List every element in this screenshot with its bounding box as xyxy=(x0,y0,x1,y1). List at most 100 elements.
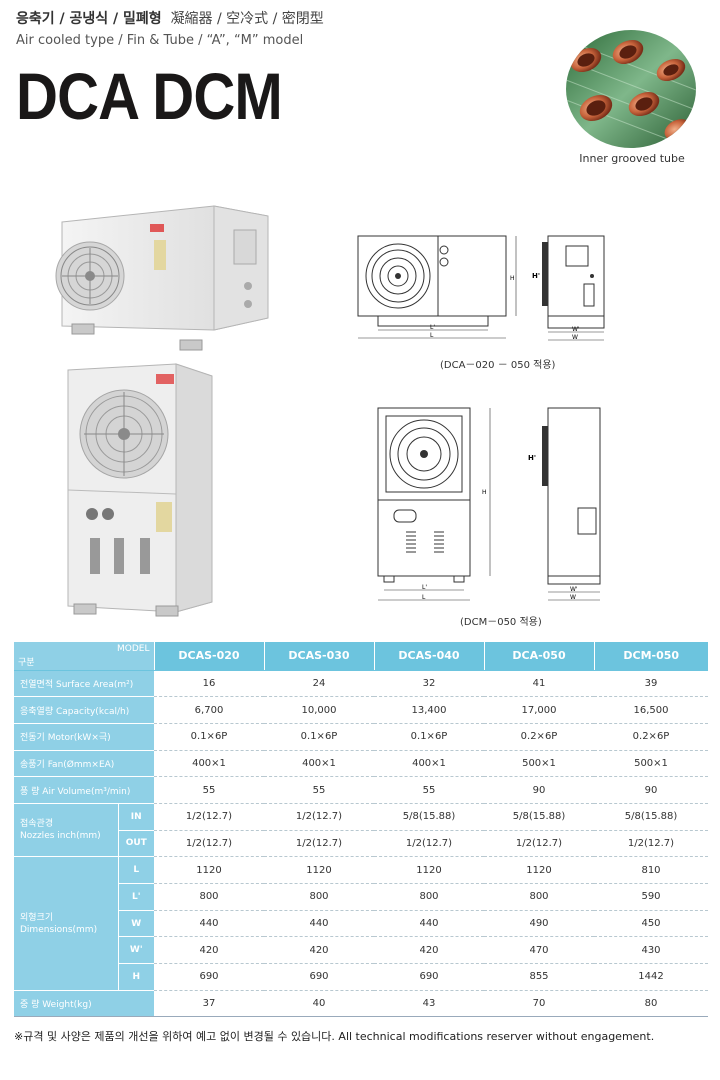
category-heading: 응축기 / 공냉식 / 밀폐형 凝縮器 / 空冷式 / 密閉型 xyxy=(16,8,324,28)
table-row: 전열면적 Surface Area(m²) 16 24 32 41 39 xyxy=(14,670,708,698)
table-cell: 55 xyxy=(374,776,484,804)
table-cell: 1/2(12.7) xyxy=(594,830,708,858)
category-korean: 응축기 / 공냉식 / 밀폐형 xyxy=(16,11,162,27)
nozzle-label-en: Nozzles inch(mm) xyxy=(20,831,101,842)
inner-grooved-tube-photo xyxy=(566,30,696,148)
dca-drawing-caption: (DCA－020 － 050 적용) xyxy=(440,360,556,371)
table-cell: 40 xyxy=(264,990,374,1018)
table-cell: 1120 xyxy=(264,856,374,884)
table-cell: 43 xyxy=(374,990,484,1018)
row-label: 전열면적 Surface Area(m²) xyxy=(14,670,154,698)
table-cell: 1/2(12.7) xyxy=(154,803,264,831)
table-cell: 90 xyxy=(594,776,708,804)
table-row: W 440 440 440 490 450 xyxy=(14,910,708,938)
table-cell: 420 xyxy=(264,936,374,965)
table-row: 중 량 Weight(kg) 37 40 43 70 80 xyxy=(14,990,708,1018)
table-cell: 400×1 xyxy=(154,750,264,778)
table-cell: 440 xyxy=(374,910,484,938)
table-cell: 500×1 xyxy=(484,750,594,778)
table-cell: 1/2(12.7) xyxy=(264,803,374,831)
dca-unit-photo xyxy=(54,200,274,360)
dca-front-drawing: L' L H xyxy=(352,228,522,350)
table-cell: 1120 xyxy=(484,856,594,884)
table-row: OUT 1/2(12.7) 1/2(12.7) 1/2(12.7) 1/2(12… xyxy=(14,830,708,858)
sub-label: L xyxy=(117,856,154,884)
table-cell: 800 xyxy=(374,883,484,911)
category-header-label: 구분 xyxy=(18,657,35,668)
table-cell: 800 xyxy=(264,883,374,911)
model-column-header: DCAS-030 xyxy=(263,642,374,671)
table-row: 외형크기 Dimensions(mm) L 1120 1120 1120 112… xyxy=(14,856,708,991)
table-cell: 1/2(12.7) xyxy=(154,830,264,858)
sub-label: W xyxy=(117,910,154,938)
row-label: 중 량 Weight(kg) xyxy=(14,990,154,1018)
sub-label: OUT xyxy=(117,830,154,858)
table-row: 송풍기 Fan(Ømm×EA) 400×1 400×1 400×1 500×1 … xyxy=(14,750,708,778)
dcm-front-drawing: L' L H xyxy=(372,404,502,612)
table-row: 풍 량 Air Volume(m³/min) 55 55 55 90 90 xyxy=(14,776,708,804)
table-corner-cell: MODEL 구분 xyxy=(14,642,154,671)
category-chinese: 凝縮器 / 空冷式 / 密閉型 xyxy=(170,11,324,27)
table-cell: 470 xyxy=(484,936,594,965)
table-cell: 400×1 xyxy=(374,750,484,778)
table-cell: 70 xyxy=(484,990,594,1018)
table-cell: 420 xyxy=(154,936,264,965)
table-cell: 800 xyxy=(484,883,594,911)
model-column-header: DCM-050 xyxy=(593,642,708,671)
table-row: W' 420 420 420 470 430 xyxy=(14,936,708,965)
dimensions-group-label: 외형크기 Dimensions(mm) xyxy=(14,856,118,991)
table-cell: 690 xyxy=(374,963,484,991)
model-header-label: MODEL xyxy=(117,644,150,654)
model-column-header: DCA-050 xyxy=(483,642,594,671)
table-row: 접속관경 Nozzles inch(mm) IN 1/2(12.7) 1/2(1… xyxy=(14,803,708,858)
dca-side-dim-W: W xyxy=(572,334,578,341)
table-cell: 590 xyxy=(594,883,708,911)
table-cell: 690 xyxy=(154,963,264,991)
table-cell: 440 xyxy=(264,910,374,938)
dca-front-dim-Lprime: L' xyxy=(430,324,435,331)
model-column-header: DCAS-020 xyxy=(153,642,264,671)
dcm-front-dim-H: H xyxy=(482,489,487,496)
dca-front-dim-H: H xyxy=(510,275,515,282)
table-cell: 37 xyxy=(154,990,264,1018)
dca-front-dim-L: L xyxy=(430,332,434,339)
nozzle-group-label: 접속관경 Nozzles inch(mm) xyxy=(14,803,118,858)
table-cell: 80 xyxy=(594,990,708,1018)
dcm-front-dim-L: L xyxy=(422,594,426,601)
table-cell: 0.1×6P xyxy=(374,723,484,751)
table-cell: 855 xyxy=(484,963,594,991)
page-title: DCA DCM xyxy=(16,59,283,133)
table-cell: 500×1 xyxy=(594,750,708,778)
table-row: L' 800 800 800 800 590 xyxy=(14,883,708,911)
sub-label: IN xyxy=(117,803,154,831)
table-cell: 17,000 xyxy=(484,696,594,724)
dimensions-label-en: Dimensions(mm) xyxy=(20,924,98,935)
table-cell: 32 xyxy=(374,670,484,698)
sub-label: W' xyxy=(117,936,154,965)
sub-label: H xyxy=(117,963,154,991)
table-row: 전동기 Motor(kW×극) 0.1×6P 0.1×6P 0.1×6P 0.2… xyxy=(14,723,708,751)
row-label: 응축열량 Capacity(kcal/h) xyxy=(14,696,154,724)
dca-side-drawing: H' W' W xyxy=(528,228,612,350)
table-cell: 490 xyxy=(484,910,594,938)
sub-label: L' xyxy=(117,883,154,911)
footnote: ※규격 및 사양은 제품의 개선을 위하여 예고 없이 변경될 수 있습니다. … xyxy=(14,1030,655,1043)
model-column-header: DCAS-040 xyxy=(373,642,484,671)
category-english: Air cooled type / Fin & Tube / “A”, “M” … xyxy=(16,33,304,48)
table-cell: 1442 xyxy=(594,963,708,991)
table-cell: 0.2×6P xyxy=(594,723,708,751)
table-cell: 420 xyxy=(374,936,484,965)
row-label: 송풍기 Fan(Ømm×EA) xyxy=(14,750,154,778)
table-cell: 400×1 xyxy=(264,750,374,778)
table-cell: 1/2(12.7) xyxy=(484,830,594,858)
table-cell: 24 xyxy=(264,670,374,698)
dcm-drawing-caption: (DCM－050 적용) xyxy=(460,617,542,628)
dcm-side-dim-W: W xyxy=(570,594,576,601)
table-cell: 690 xyxy=(264,963,374,991)
table-cell: 430 xyxy=(594,936,708,965)
table-cell: 450 xyxy=(594,910,708,938)
table-cell: 440 xyxy=(154,910,264,938)
table-cell: 6,700 xyxy=(154,696,264,724)
table-cell: 10,000 xyxy=(264,696,374,724)
table-row: 응축열량 Capacity(kcal/h) 6,700 10,000 13,40… xyxy=(14,696,708,724)
